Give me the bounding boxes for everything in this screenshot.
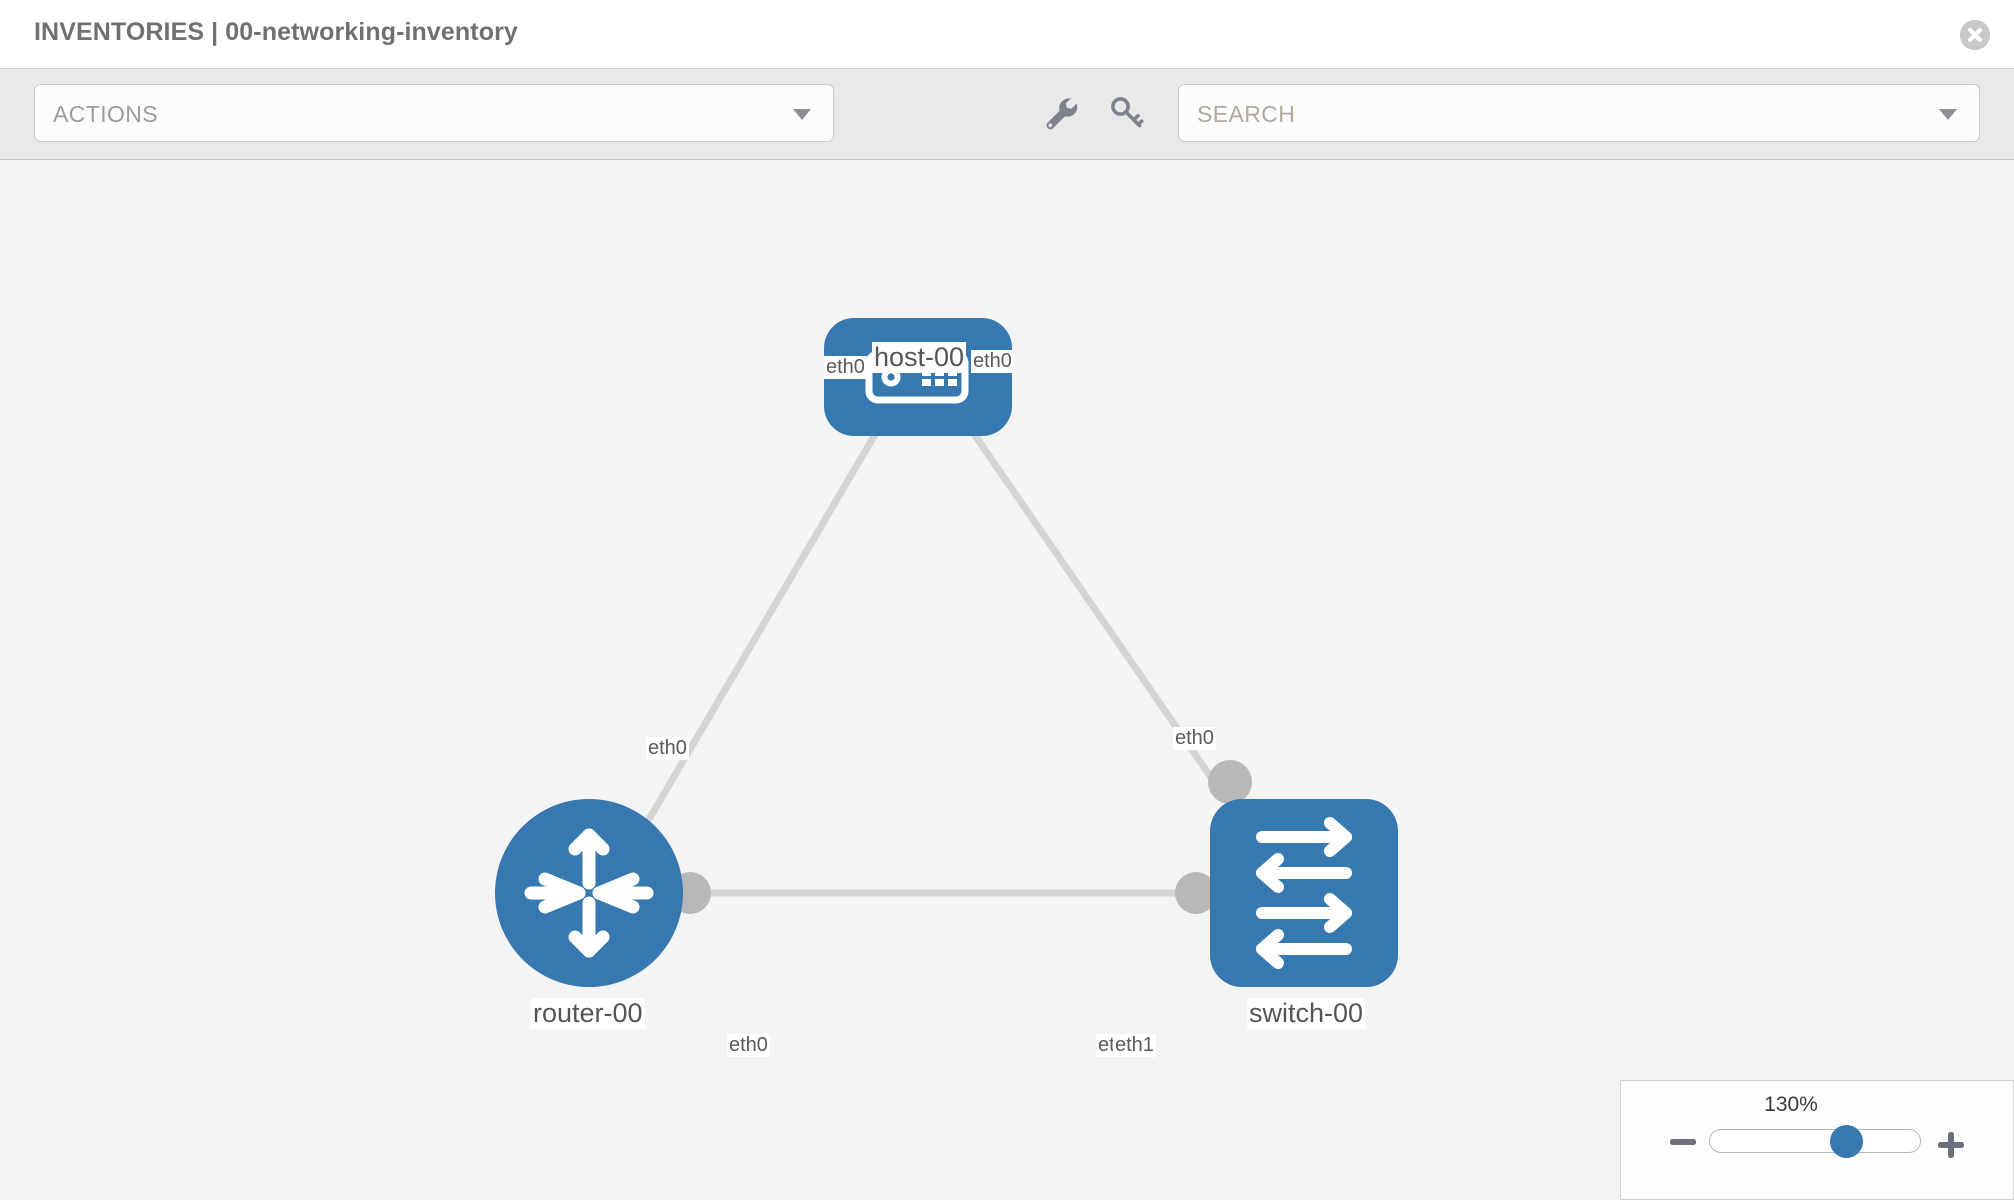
iface-label-switch-host: eth0 — [1173, 727, 1216, 750]
zoom-in-button[interactable] — [1937, 1131, 1965, 1159]
node-label-host-00: host-00 — [872, 342, 967, 374]
page-header: INVENTORIES | 00-networking-inventory — [0, 0, 2014, 68]
iface-label-switch-router-eth1: eth1 — [1113, 1034, 1156, 1057]
topology-links — [621, 390, 1271, 897]
connector-switch-west — [1175, 872, 1217, 914]
search-input[interactable]: SEARCH — [1178, 84, 1980, 142]
iface-label-host-switch: eth0 — [971, 350, 1014, 373]
link-host-router — [621, 390, 904, 862]
chevron-down-icon — [793, 109, 811, 120]
zoom-control-panel: 130% — [1620, 1080, 2014, 1200]
iface-label-router-switch: eth0 — [727, 1034, 770, 1057]
topology-graph — [495, 318, 1398, 987]
topology-connectors — [669, 390, 1252, 914]
zoom-slider-track[interactable] — [1709, 1125, 1921, 1158]
page-title: INVENTORIES | 00-networking-inventory — [34, 18, 518, 46]
chevron-down-icon[interactable] — [1939, 109, 1957, 120]
search-placeholder: SEARCH — [1197, 101, 1296, 127]
iface-label-host-router: eth0 — [824, 356, 867, 379]
connector-switch-nw — [1208, 760, 1252, 804]
zoom-out-button[interactable] — [1669, 1131, 1697, 1153]
topology-canvas[interactable]: eth0 eth0 eth0 eth0 eth0 eth0 eth1 host-… — [0, 160, 2014, 1200]
actions-dropdown[interactable]: ACTIONS — [34, 84, 834, 142]
actions-dropdown-label: ACTIONS — [53, 101, 159, 127]
node-switch-00 — [1210, 799, 1398, 987]
close-icon[interactable] — [1960, 20, 1990, 50]
toolbar: ACTIONS SEARCH — [0, 68, 2014, 160]
node-label-router-00: router-00 — [531, 998, 645, 1030]
node-router-00 — [495, 799, 683, 987]
iface-label-router-host: eth0 — [646, 737, 689, 760]
zoom-slider-thumb[interactable] — [1830, 1125, 1863, 1158]
key-icon[interactable] — [1102, 89, 1150, 137]
zoom-level-value: 130% — [1764, 1093, 1818, 1116]
node-label-switch-00: switch-00 — [1247, 998, 1366, 1030]
wrench-icon[interactable] — [1037, 89, 1085, 137]
